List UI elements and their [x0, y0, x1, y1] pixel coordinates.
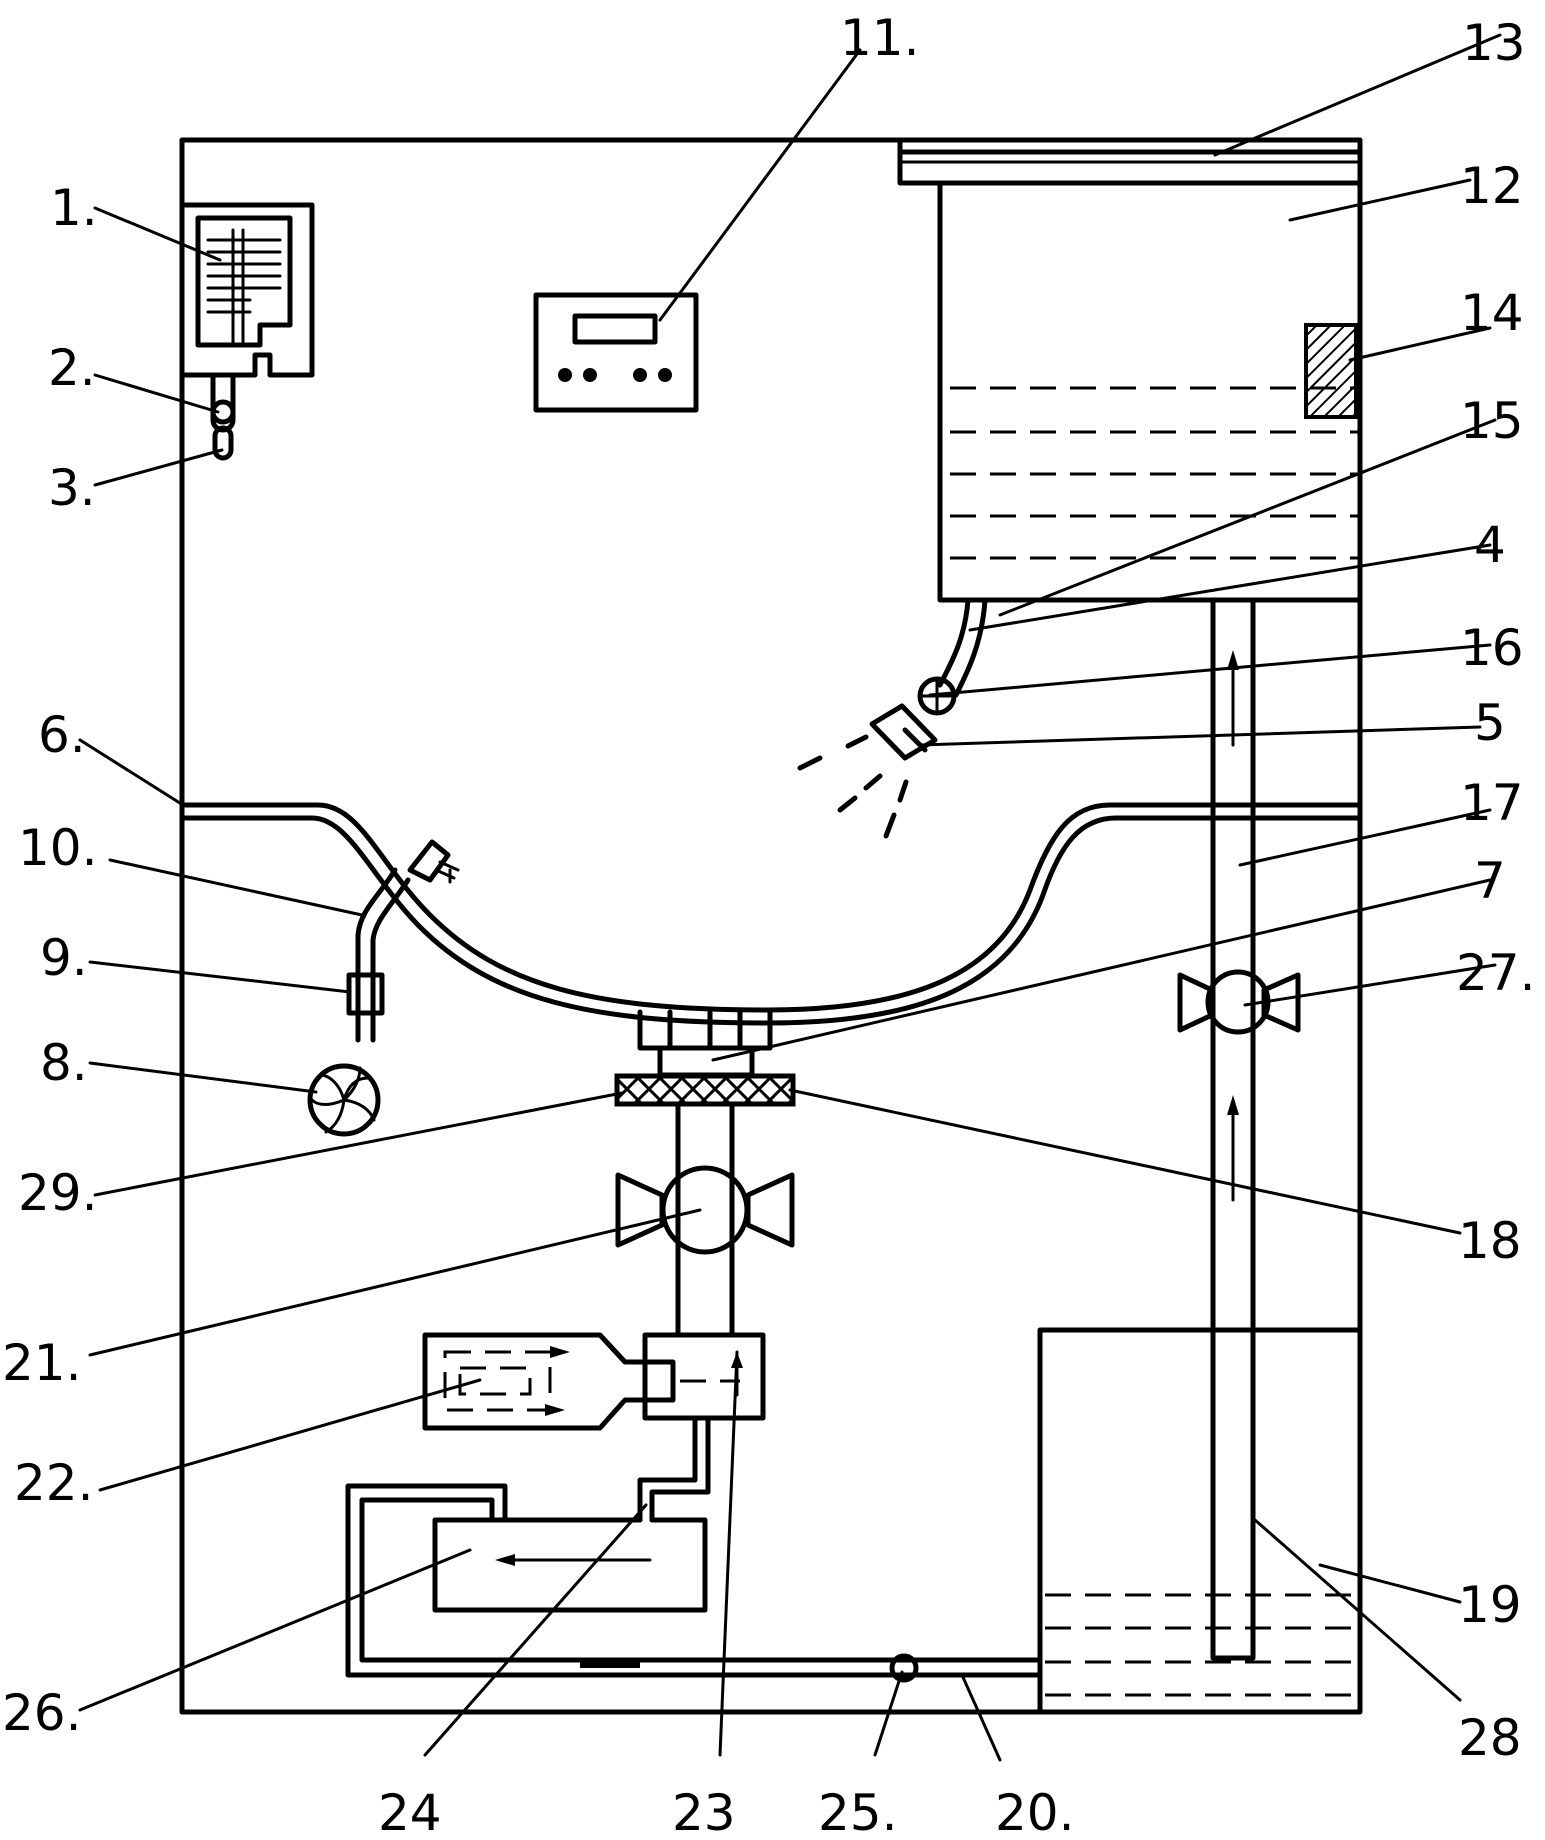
valve-25-icon — [889, 1653, 919, 1683]
label-19: 19 — [1458, 1576, 1522, 1634]
nozzle-3-icon — [212, 425, 234, 461]
pipe-24 — [637, 1415, 711, 1523]
connector-9 — [346, 972, 385, 1016]
label-1: 1. — [50, 179, 98, 237]
label-11: 11. — [840, 9, 920, 67]
upper-tank-12 — [937, 180, 1363, 603]
leader-lines — [78, 33, 1502, 1762]
label-27: 27. — [1456, 944, 1536, 1002]
label-16: 16 — [1460, 619, 1524, 677]
label-9: 9. — [40, 929, 88, 987]
label-28: 28 — [1458, 1709, 1522, 1767]
label-23: 23 — [672, 1784, 736, 1840]
chamber-22 — [422, 1332, 648, 1431]
label-21: 21. — [2, 1334, 82, 1392]
controller-11 — [533, 292, 699, 413]
label-15: 15 — [1460, 392, 1524, 450]
valve-21 — [615, 1165, 795, 1255]
label-24: 24 — [378, 1784, 442, 1840]
junction-23 — [642, 1332, 766, 1421]
label-17: 17 — [1460, 774, 1524, 832]
label-29: 29. — [18, 1164, 98, 1222]
label-6: 6. — [38, 706, 86, 764]
partition-6 — [180, 802, 1363, 1026]
label-22: 22. — [14, 1454, 94, 1512]
part-labels: 1. 2. 3. 4 5 6. 7 8. 9. 10. 11. 12 13 14… — [2, 9, 1536, 1840]
label-12: 12 — [1460, 157, 1524, 215]
fan-8 — [307, 1063, 381, 1137]
drain-pipe — [675, 1101, 735, 1338]
label-5: 5 — [1474, 694, 1506, 752]
tank-26 — [345, 1483, 1043, 1700]
sensor-14 — [1304, 323, 1358, 419]
wall-pipe-17 — [1210, 597, 1363, 1661]
spray-assembly — [797, 597, 988, 839]
outer-housing — [179, 137, 1363, 1715]
label-7: 7 — [1474, 852, 1506, 910]
label-4: 4 — [1474, 516, 1506, 574]
spray-nozzle-5 — [869, 703, 938, 761]
feed-box — [180, 202, 315, 461]
label-25: 25. — [818, 1784, 898, 1840]
label-10: 10. — [18, 819, 98, 877]
lid-13 — [897, 139, 1363, 186]
label-2: 2. — [48, 339, 96, 397]
label-13: 13 — [1462, 14, 1526, 72]
hanger-10 — [355, 839, 460, 1043]
label-8: 8. — [40, 1034, 88, 1092]
label-14: 14 — [1460, 284, 1524, 342]
filter-18 — [614, 1073, 796, 1107]
valve-16-icon — [917, 676, 957, 716]
valve-27 — [1177, 969, 1301, 1035]
label-26: 26. — [2, 1684, 82, 1742]
label-18: 18 — [1458, 1212, 1522, 1270]
lower-tank-19 — [1037, 1327, 1363, 1713]
label-3: 3. — [48, 459, 96, 517]
label-20: 20. — [995, 1784, 1075, 1840]
